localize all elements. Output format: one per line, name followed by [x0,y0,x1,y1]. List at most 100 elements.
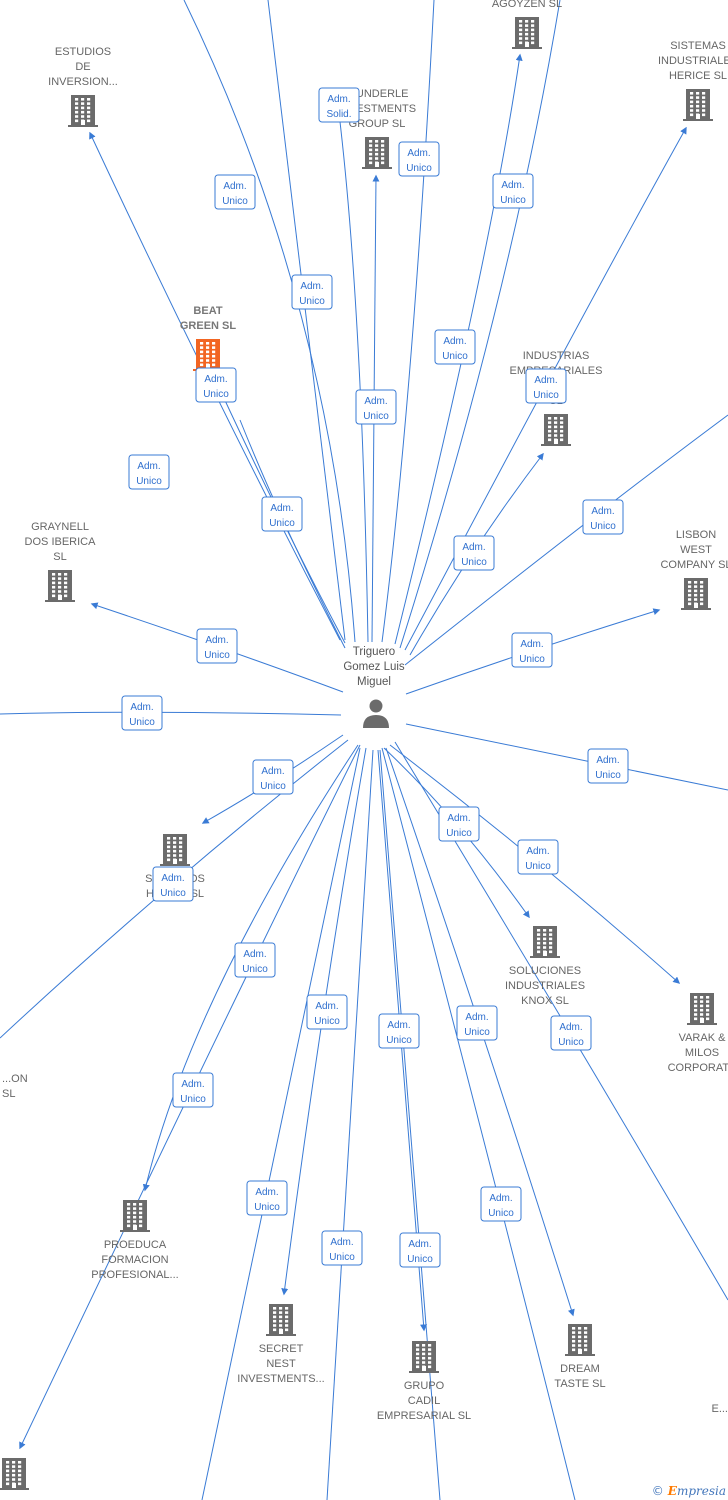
building-icon [530,926,560,958]
relation-label-1[interactable]: Adm.Unico [214,174,256,210]
company-node-right_e[interactable]: E... [711,1403,728,1415]
relation-label-30[interactable]: Adm.Unico [550,1015,592,1051]
relation-label-text: Unico [407,1254,433,1265]
relation-label-text: Adm. [243,949,266,960]
company-label-beat: BEAT [193,305,222,317]
relation-label-text: Unico [525,861,551,872]
company-label-lisbon: WEST [680,544,712,556]
building-icon [266,1304,296,1336]
company-node-secret[interactable]: SECRETNESTINVESTMENTS... [237,1304,325,1385]
edge-25 [379,749,441,1500]
company-label-right_e: E... [711,1403,728,1415]
person-name-line: Miguel [357,676,391,688]
relation-label-20[interactable]: Adm.Unico [234,942,276,978]
edge-16 [0,711,342,716]
relation-label-text: Adm. [330,1237,353,1248]
relation-label-text: Unico [519,654,545,665]
company-node-bottom_left[interactable] [0,1458,29,1490]
edge-23 [326,749,374,1500]
relation-label-6[interactable]: Adm.Unico [434,329,476,365]
empresia-credit[interactable]: ©Empresia [649,1484,728,1498]
edge-1 [183,0,356,643]
relation-label-5[interactable]: Adm.Unico [398,141,440,177]
company-node-beat[interactable]: BEAT GREEN SL [180,305,237,371]
relation-label-26[interactable]: Adm.Unico [438,806,480,842]
edge-22 [201,747,361,1500]
relation-label-23[interactable]: Adm. Unico [321,1230,363,1266]
relation-label-text: Adm. [223,181,246,192]
building-icon [512,17,542,49]
relation-label-text: Adm. [261,766,284,777]
relation-label-21[interactable]: Adm.Unico [306,994,348,1030]
relation-label-25[interactable]: Adm.Unico [399,1232,441,1268]
building-icon [193,339,223,371]
company-node-proeduca[interactable]: PROEDUCAFORMACIONPROFESIONAL... [91,1200,179,1281]
relation-label-28[interactable]: Adm.Unico [456,1005,498,1041]
relation-label-17[interactable]: Adm.Unico [252,759,294,795]
company-label-agoyzen: AGOYZEN SL [492,0,562,10]
relation-label-0[interactable]: Adm.Unico [291,274,333,310]
company-label-beat: GREEN SL [180,320,237,332]
relation-label-29[interactable]: Adm.Unico [480,1186,522,1222]
edge-3 [337,104,369,643]
company-label-graynell: DOS IBERICA [25,536,97,548]
building-icon [160,834,190,866]
company-label-soluciones: SOLUCIONES [509,965,581,977]
relation-label-12[interactable]: Adm.Unico [587,748,629,784]
relation-label-19[interactable]: Adm.Unico [172,1072,214,1108]
company-label-proeduca: FORMACION [101,1254,168,1266]
relation-label-11[interactable]: Adm.Unico [511,632,553,668]
company-label-left_on: ...ON [2,1073,28,1085]
relation-label-text: Unico [329,1252,355,1263]
person-name-line: Gomez Luis [343,661,405,673]
relation-label-text: Unico [204,650,230,661]
relation-label-24[interactable]: Adm.Unico [378,1013,420,1049]
relation-label-text: Adm. [137,461,160,472]
brand-name: mpresia [676,1484,726,1498]
relation-label-8[interactable]: Adm.Unico [525,368,567,404]
relation-label-4[interactable]: Adm.Unico [355,389,397,425]
relation-label-7[interactable]: Adm.Unico [492,173,534,209]
relation-label-15[interactable]: Adm.Unico [196,628,238,664]
company-label-proeduca: PROFESIONAL... [91,1269,178,1281]
relation-label-16[interactable]: Adm.Unico [121,695,163,731]
relation-label-3[interactable]: Adm.Solid. [318,87,360,123]
building-icon [0,1458,29,1490]
company-label-grupo: GRUPO [404,1380,445,1392]
relation-label-27[interactable]: Adm.Unico [517,839,559,875]
company-label-left_on: SL [2,1088,15,1100]
building-icon [120,1200,150,1232]
company-node-sistemas[interactable]: SISTEMASINDUSTRIALESHERICE SL [658,40,728,121]
company-node-agoyzen[interactable]: AGOYZEN SL [492,0,562,49]
company-label-dream: DREAM [560,1363,600,1375]
company-node-varak[interactable]: VARAK &MILOSCORPORATE [668,993,728,1074]
relation-label-18[interactable]: Adm.Unico [152,866,194,902]
company-label-industrias: INDUSTRIAS [523,350,590,362]
company-node-left_on[interactable]: ...ON SL [2,1073,28,1100]
relation-label-text: Adm. [559,1022,582,1033]
company-node-estudios[interactable]: ESTUDIOSDEINVERSION... [48,46,118,127]
company-label-grupo: CADIL [408,1395,440,1407]
relation-label-text: Adm. [462,542,485,553]
relation-label-13[interactable]: Adm.Unico [195,367,237,403]
building-icon [45,570,75,602]
company-label-secret: NEST [266,1358,296,1370]
company-label-graynell: GRAYNELL [31,521,89,533]
relation-label-2[interactable]: Adm. Unico [128,454,170,490]
edge-12 [405,723,728,791]
relation-label-text: Unico [363,411,389,422]
relation-label-text: Adm. [534,375,557,386]
relation-label-14[interactable]: Adm.Unico [261,496,303,532]
relation-label-9[interactable]: Adm.Unico [453,535,495,571]
company-label-wunderle: WUNDERLE [346,88,409,100]
company-label-soluciones: KNOX SL [521,995,569,1007]
relation-label-text: Unico [136,476,162,487]
relation-label-22[interactable]: Adm.Unico [246,1180,288,1216]
relation-label-10[interactable]: Adm.Unico [582,499,624,535]
